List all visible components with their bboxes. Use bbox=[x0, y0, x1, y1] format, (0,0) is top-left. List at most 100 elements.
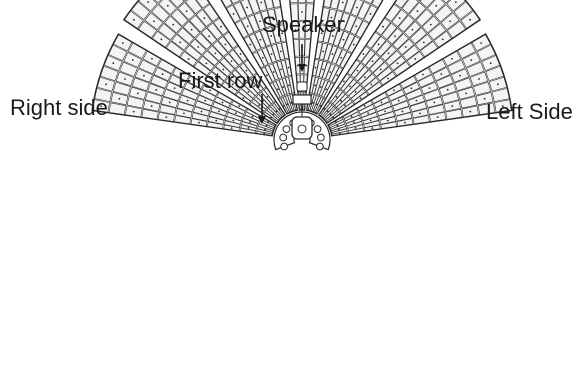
seat-mark bbox=[338, 129, 340, 131]
seat-mark bbox=[280, 51, 282, 53]
speaker-chair bbox=[298, 125, 306, 133]
seat-mark bbox=[404, 122, 406, 124]
seat-mark bbox=[188, 58, 190, 60]
seat-mark bbox=[286, 103, 288, 105]
seat-mark bbox=[288, 84, 290, 86]
seat-mark bbox=[231, 127, 233, 129]
seat-mark bbox=[416, 100, 418, 102]
seat-mark bbox=[349, 85, 351, 87]
seat-mark bbox=[218, 110, 220, 112]
speaker-seat bbox=[297, 82, 307, 91]
seat-mark bbox=[325, 88, 327, 90]
seat-mark bbox=[397, 62, 399, 64]
seat bbox=[298, 0, 306, 3]
seat-mark bbox=[447, 89, 449, 91]
seat-mark bbox=[360, 97, 362, 99]
seat-mark bbox=[147, 1, 149, 3]
seat-mark bbox=[388, 52, 390, 54]
seat-mark bbox=[440, 73, 442, 75]
seat-mark bbox=[260, 2, 262, 4]
seat-mark bbox=[262, 57, 264, 59]
seat-mark bbox=[174, 87, 176, 89]
seat-mark bbox=[393, 89, 395, 91]
seat-mark bbox=[435, 5, 437, 7]
podium-seat bbox=[316, 143, 323, 150]
seat-mark bbox=[449, 20, 451, 22]
seat-mark bbox=[133, 19, 135, 21]
seat-mark bbox=[398, 100, 400, 102]
seat-mark bbox=[153, 20, 155, 22]
seat-mark bbox=[384, 110, 386, 112]
seat-mark bbox=[367, 112, 369, 114]
seat-mark bbox=[187, 100, 189, 102]
seat-mark bbox=[312, 102, 314, 104]
seat-mark bbox=[336, 96, 338, 98]
seat-mark bbox=[133, 111, 135, 113]
seat-mark bbox=[297, 65, 299, 67]
seat-mark bbox=[451, 58, 453, 60]
seat-mark bbox=[201, 111, 203, 113]
podium-seat bbox=[281, 143, 288, 150]
seat-mark bbox=[240, 53, 242, 55]
left-side-label: Left Side bbox=[486, 101, 573, 123]
seat-mark bbox=[112, 62, 114, 64]
seat-mark bbox=[364, 105, 366, 107]
seat-mark bbox=[231, 60, 233, 62]
seat-mark bbox=[363, 53, 365, 55]
seat-mark bbox=[459, 75, 461, 77]
seat-mark bbox=[179, 41, 181, 43]
seat-mark bbox=[305, 65, 307, 67]
seat-mark bbox=[314, 84, 316, 86]
seat-mark bbox=[191, 29, 193, 31]
seat-mark bbox=[122, 42, 124, 44]
seat-mark bbox=[198, 122, 200, 124]
seat-mark bbox=[356, 7, 358, 9]
seat-mark bbox=[387, 78, 389, 80]
seat-mark bbox=[465, 92, 467, 94]
seat-mark bbox=[137, 92, 139, 94]
seat-mark bbox=[197, 46, 199, 48]
seat-mark bbox=[266, 125, 268, 127]
seat-mark bbox=[433, 102, 435, 104]
seat-mark bbox=[442, 38, 444, 40]
seat-mark bbox=[203, 17, 205, 19]
seat-mark bbox=[355, 25, 357, 27]
seat-mark bbox=[402, 111, 404, 113]
podium-seat bbox=[314, 126, 321, 133]
seat-mark bbox=[119, 98, 121, 100]
seat-mark bbox=[258, 105, 260, 107]
seat-mark bbox=[315, 67, 317, 69]
seat-mark bbox=[320, 86, 322, 88]
seat-mark bbox=[160, 38, 162, 40]
seat-mark bbox=[336, 74, 338, 76]
seat-mark bbox=[288, 67, 290, 69]
seat-mark bbox=[271, 53, 273, 55]
seat-mark bbox=[417, 10, 419, 12]
seat-mark bbox=[344, 105, 346, 107]
podium-seat bbox=[317, 134, 324, 141]
seat-mark bbox=[235, 112, 237, 114]
seat-mark bbox=[260, 39, 262, 41]
seat-mark bbox=[249, 44, 251, 46]
seat-mark bbox=[422, 74, 424, 76]
seat-mark bbox=[430, 24, 432, 26]
seat-mark bbox=[224, 44, 226, 46]
seat-mark bbox=[267, 96, 269, 98]
seat-mark bbox=[340, 57, 342, 59]
right-side-label: Right side bbox=[10, 97, 108, 119]
seat-mark bbox=[371, 127, 373, 129]
seat-mark bbox=[437, 116, 439, 118]
seat-mark bbox=[169, 102, 171, 104]
seat-mark bbox=[252, 116, 254, 118]
seat-mark bbox=[151, 105, 153, 107]
seat-mark bbox=[353, 121, 355, 123]
seat-mark bbox=[233, 13, 235, 15]
seat-mark bbox=[343, 80, 345, 82]
seat-mark bbox=[214, 52, 216, 54]
seat-mark bbox=[337, 125, 339, 127]
seat-mark bbox=[143, 75, 145, 77]
seat-mark bbox=[249, 121, 251, 123]
seat-mark bbox=[351, 116, 353, 118]
seat-mark bbox=[151, 58, 153, 60]
seat-mark bbox=[266, 74, 268, 76]
